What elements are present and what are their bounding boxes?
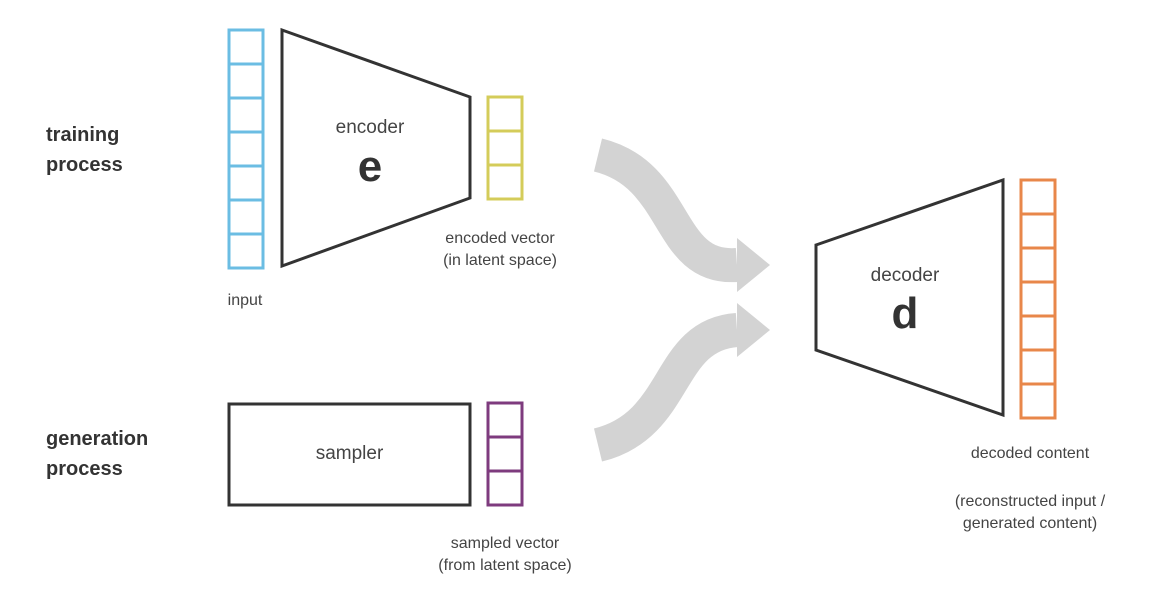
generation-label-line1: generation xyxy=(46,428,149,450)
decoded-note-line1: (reconstructed input / xyxy=(954,493,1106,510)
decoded-vector-cell xyxy=(1019,280,1057,318)
encoded-caption-line1: encoded vector xyxy=(445,230,555,247)
generation-process-label: generation process xyxy=(46,424,148,484)
decoded-vector-cell xyxy=(1019,314,1057,352)
decoded-content-caption: decoded content xyxy=(970,445,1090,462)
encoded-vector-caption: encoded vector (in latent space) xyxy=(420,228,580,272)
decoded-vector-cell xyxy=(1019,178,1057,216)
encoded-vector-cell xyxy=(486,163,524,201)
sampled-vector xyxy=(486,401,524,507)
sampled-vector-caption: sampled vector (from latent space) xyxy=(415,533,595,577)
input-vector-cell xyxy=(227,96,265,134)
sampler-block xyxy=(227,402,472,507)
input-vector-cell xyxy=(227,198,265,236)
arrow-generation-to-decoder xyxy=(593,303,770,462)
sampled-vector-cell xyxy=(486,435,524,473)
input-vector-cell xyxy=(227,232,265,270)
encoder-block xyxy=(280,27,472,269)
decoded-vector-cell xyxy=(1019,212,1057,250)
input-vector-cell xyxy=(227,130,265,168)
training-process-label: training process xyxy=(46,120,123,180)
sampler-label: sampler xyxy=(315,443,384,464)
input-vector-cell xyxy=(227,164,265,202)
training-label-line1: training xyxy=(46,124,120,146)
input-vector-cell xyxy=(227,28,265,66)
input-caption: input xyxy=(227,292,263,309)
encoded-vector-cell xyxy=(486,129,524,167)
decoded-content-note: (reconstructed input / generated content… xyxy=(940,491,1120,535)
sampled-caption-line1: sampled vector xyxy=(450,535,560,552)
sampled-caption-line2: (from latent space) xyxy=(438,557,572,574)
decoder-label: decoder xyxy=(870,265,940,286)
training-label-line2: process xyxy=(46,154,123,176)
decoded-vector-cell xyxy=(1019,246,1057,284)
decoded-vector-cell xyxy=(1019,382,1057,420)
sampled-vector-cell xyxy=(486,401,524,439)
encoder-symbol: e xyxy=(357,142,383,191)
encoded-vector xyxy=(486,95,524,201)
decoded-vector xyxy=(1019,178,1057,420)
encoded-caption-line2: (in latent space) xyxy=(443,252,557,269)
decoded-vector-cell xyxy=(1019,348,1057,386)
generation-label-line2: process xyxy=(46,458,123,480)
input-vector xyxy=(227,28,265,270)
sampled-vector-cell xyxy=(486,469,524,507)
encoded-vector-cell xyxy=(486,95,524,133)
decoder-symbol: d xyxy=(891,289,919,338)
decoded-note-line2: generated content) xyxy=(962,515,1098,532)
encoder-label: encoder xyxy=(335,117,405,138)
arrow-training-to-decoder xyxy=(593,138,770,292)
input-vector-cell xyxy=(227,62,265,100)
decoder-block xyxy=(814,177,1005,418)
